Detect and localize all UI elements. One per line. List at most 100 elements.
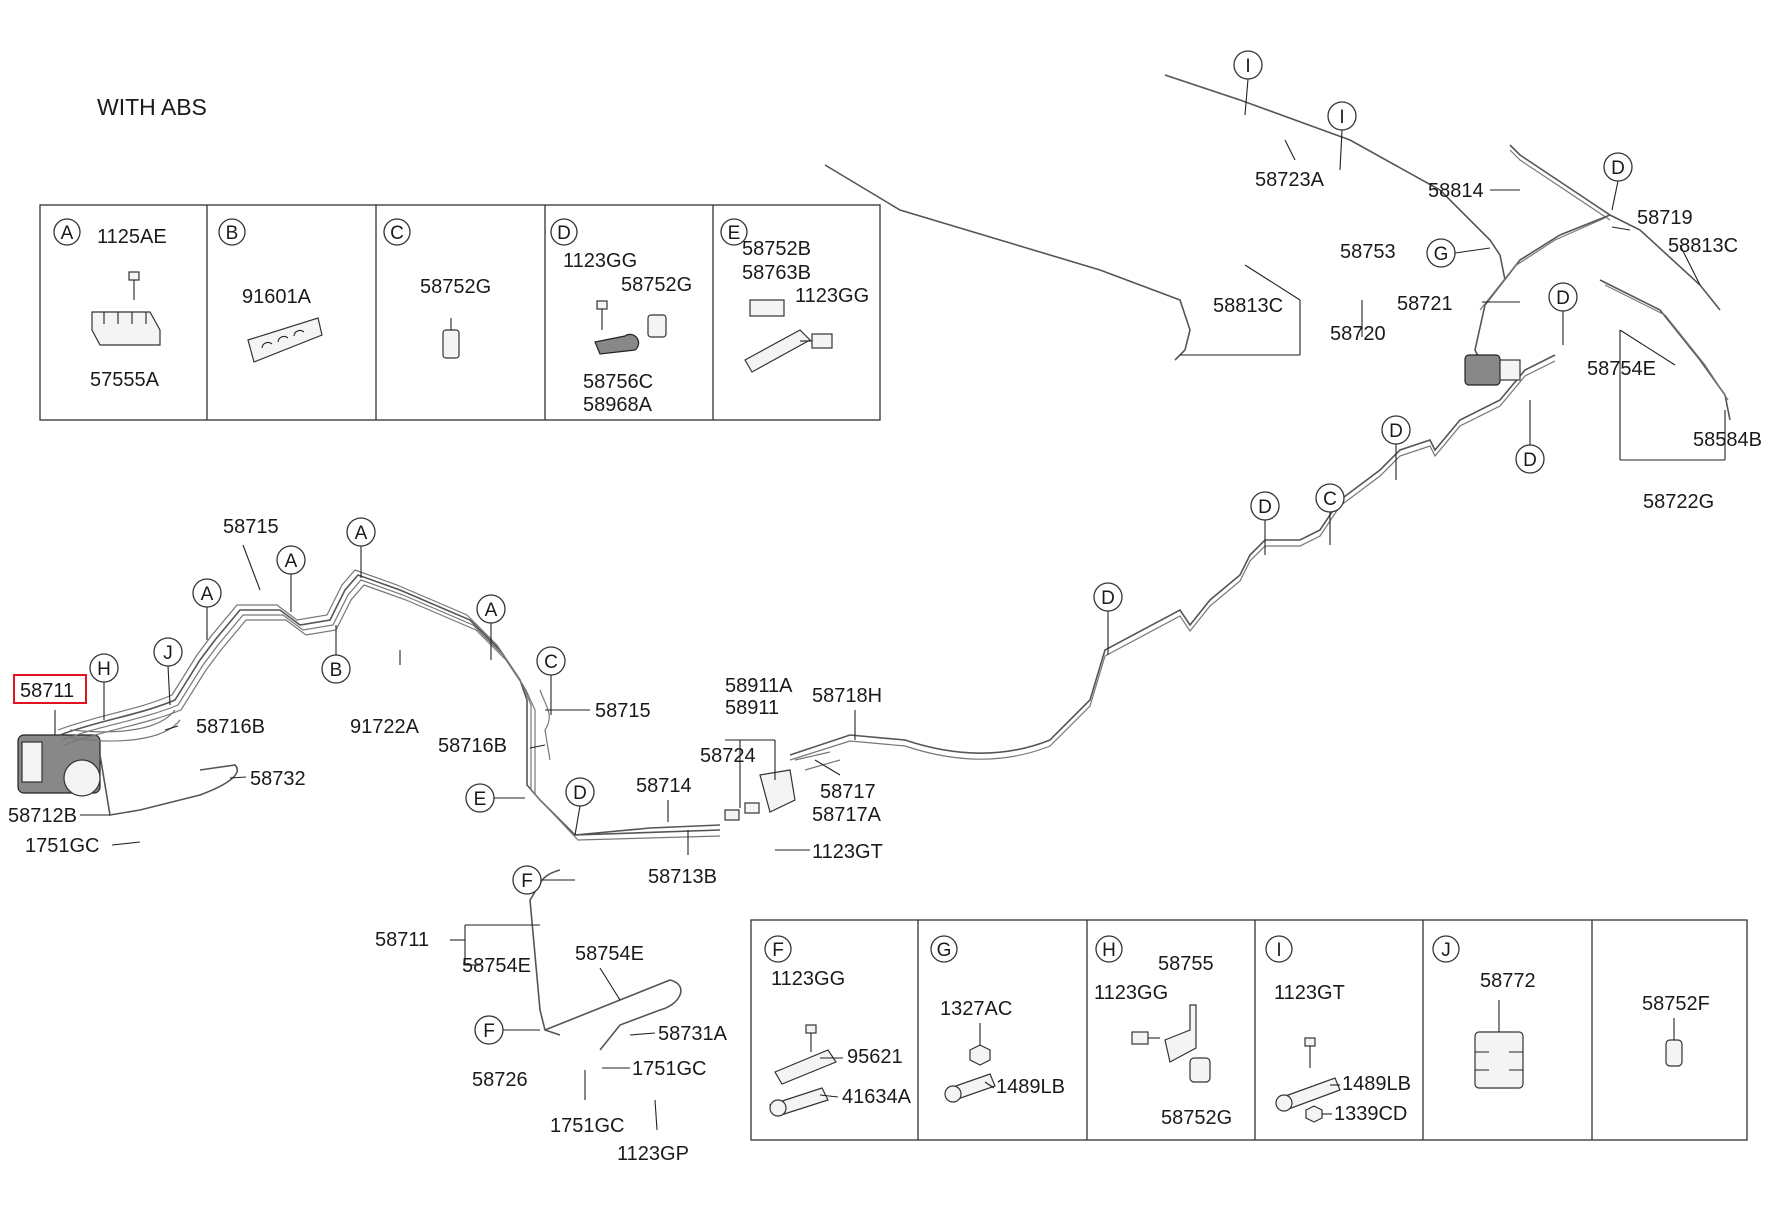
bracket-58763b-icon bbox=[744, 329, 811, 373]
marker-d-2: D bbox=[1093, 582, 1123, 655]
legend-i-part-2: 1489LB bbox=[1342, 1073, 1411, 1095]
nut-icon bbox=[1305, 1105, 1323, 1123]
legend-panel-f: F 1123GG 95621 41634A bbox=[764, 935, 912, 1117]
marker-d-7: D bbox=[1603, 152, 1633, 211]
svg-text:D: D bbox=[1556, 288, 1570, 309]
nut-icon bbox=[969, 1023, 991, 1066]
svg-text:H: H bbox=[97, 659, 111, 680]
diagram-title: WITH ABS bbox=[97, 94, 207, 120]
marker-c-2: C bbox=[1315, 483, 1345, 545]
bracket-58756c-icon bbox=[594, 333, 640, 355]
callout-58584b: 58584B bbox=[1693, 429, 1762, 451]
legend-e-part-2: 58763B bbox=[742, 262, 811, 284]
callout-58712b: 58712B bbox=[8, 805, 77, 827]
legend-panel-58752f: 58752F bbox=[1642, 993, 1710, 1067]
svg-text:D: D bbox=[1101, 588, 1115, 609]
legend-h-part-1: 58755 bbox=[1158, 953, 1214, 975]
marker-b-1: B bbox=[321, 625, 351, 684]
svg-text:E: E bbox=[474, 789, 487, 810]
callout-58715-mid: 58715 bbox=[595, 700, 651, 722]
legend-g-part-2: 1489LB bbox=[996, 1076, 1065, 1098]
abs-module-icon bbox=[17, 734, 101, 797]
bolt-icon bbox=[1131, 1031, 1160, 1045]
svg-text:I: I bbox=[1339, 107, 1344, 128]
callout-1751gc-bottom: 1751GC bbox=[550, 1115, 625, 1137]
legend-f-part-3: 41634A bbox=[842, 1086, 912, 1108]
marker-a-2: A bbox=[276, 545, 306, 612]
svg-text:C: C bbox=[1323, 489, 1337, 510]
clip-58752b-icon bbox=[749, 299, 785, 317]
callout-58814: 58814 bbox=[1428, 180, 1484, 202]
bottom-legend-panel: F 1123GG 95621 41634A G 1327AC bbox=[750, 919, 1748, 1141]
callout-58753: 58753 bbox=[1340, 241, 1396, 263]
legend-e-letter: E bbox=[728, 223, 741, 244]
callout-58719: 58719 bbox=[1637, 207, 1693, 229]
marker-d-3: D bbox=[1250, 491, 1280, 555]
legend-h-part-2: 1123GG bbox=[1094, 982, 1168, 1004]
legend-a-part-1: 1125AE bbox=[97, 226, 167, 248]
marker-j-1: J bbox=[153, 637, 183, 706]
legend-h-letter: H bbox=[1102, 940, 1116, 961]
callout-58718h: 58718H bbox=[812, 685, 882, 707]
legend-d-letter: D bbox=[557, 223, 571, 244]
svg-text:D: D bbox=[1611, 158, 1625, 179]
callout-58717: 58717 bbox=[820, 781, 876, 803]
callout-58911a: 58911A bbox=[725, 675, 793, 697]
legend-last-part-1: 58752F bbox=[1642, 993, 1710, 1015]
callout-1751gc-right: 1751GC bbox=[632, 1058, 707, 1080]
svg-text:D: D bbox=[1523, 450, 1537, 471]
legend-f-letter: F bbox=[772, 940, 784, 961]
svg-text:D: D bbox=[1389, 421, 1403, 442]
legend-e-part-1: 58752B bbox=[742, 238, 811, 260]
svg-text:J: J bbox=[163, 643, 173, 664]
clip-1489lb-icon bbox=[1275, 1077, 1341, 1112]
legend-b-part-1: 91601A bbox=[242, 286, 312, 308]
legend-c-letter: C bbox=[390, 223, 404, 244]
svg-text:A: A bbox=[201, 584, 214, 605]
legend-d-part-1: 1123GG bbox=[563, 250, 637, 272]
leader-lines bbox=[54, 139, 1726, 1131]
highlight-box bbox=[13, 674, 87, 704]
svg-text:A: A bbox=[355, 523, 368, 544]
callout-58715-top: 58715 bbox=[223, 516, 279, 538]
callout-58723a: 58723A bbox=[1255, 169, 1325, 191]
callout-58711-low: 58711 bbox=[375, 929, 429, 951]
callout-58732: 58732 bbox=[250, 768, 306, 790]
callout-58726: 58726 bbox=[472, 1069, 528, 1091]
marker-a-4: A bbox=[476, 594, 506, 660]
bolt-icon bbox=[1304, 1037, 1316, 1068]
marker-f-2: F bbox=[474, 1015, 540, 1045]
clip-57555a-icon bbox=[91, 311, 161, 346]
legend-e-part-3: 1123GG bbox=[795, 285, 869, 307]
brake-lines bbox=[17, 74, 1731, 1051]
callout-1123gp: 1123GP bbox=[617, 1143, 689, 1165]
legend-f-part-1: 1123GG bbox=[771, 968, 845, 990]
callout-58716b-left: 58716B bbox=[196, 716, 265, 738]
bolt-icon bbox=[128, 271, 140, 300]
marker-i-2: I bbox=[1327, 101, 1357, 171]
callout-1751gc-left: 1751GC bbox=[25, 835, 100, 857]
legend-i-part-3: 1339CD bbox=[1334, 1103, 1407, 1125]
callout-labels: 58711 58715 58716B 91722A 58715 58716B 5… bbox=[8, 169, 1762, 1165]
top-legend-panel: A 1125AE 57555A B 91601A C bbox=[39, 204, 881, 421]
callout-58731a: 58731A bbox=[658, 1023, 728, 1045]
legend-d-part-4: 58968A bbox=[583, 394, 653, 416]
legend-c-part-1: 58752G bbox=[420, 276, 491, 298]
svg-text:I: I bbox=[1245, 56, 1250, 77]
legend-panel-d: D 1123GG 58752G 58756C 58968A bbox=[550, 218, 692, 416]
callout-1123gt: 1123GT bbox=[812, 841, 883, 863]
marker-f-1: F bbox=[512, 865, 575, 895]
clip-58772-icon bbox=[1474, 1000, 1524, 1089]
clip-91601a-icon bbox=[247, 317, 323, 363]
callout-58716b-mid: 58716B bbox=[438, 735, 507, 757]
marker-e-1: E bbox=[465, 783, 525, 813]
svg-text:D: D bbox=[573, 783, 587, 804]
callout-58813c-mid: 58813C bbox=[1213, 295, 1283, 317]
clip-1489lb-icon bbox=[944, 1073, 996, 1103]
marker-d-6: D bbox=[1548, 282, 1578, 345]
legend-panel-i: I 1123GT 1489LB 1339CD bbox=[1265, 935, 1411, 1125]
callout-58722g: 58722G bbox=[1643, 491, 1714, 513]
marker-c-1: C bbox=[536, 646, 566, 715]
bolt-icon bbox=[596, 300, 608, 330]
junction-block-icon bbox=[724, 769, 796, 821]
